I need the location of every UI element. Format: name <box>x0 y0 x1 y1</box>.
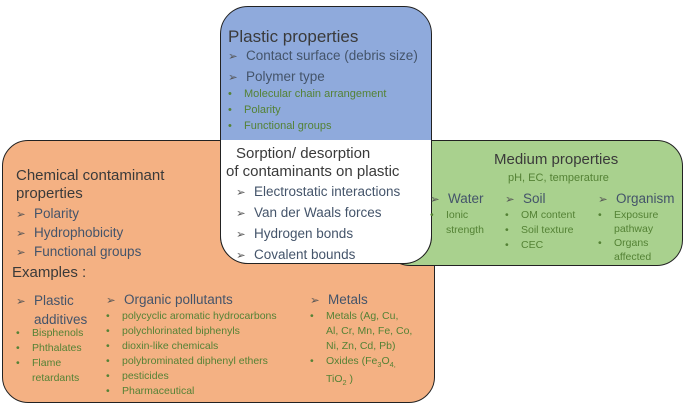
list-item: Ionic <box>430 208 484 223</box>
list-item: Oxides (Fe3O4, <box>310 354 412 372</box>
list-item: Molecular chain arrangement <box>228 86 386 102</box>
list-item: CEC <box>505 238 575 253</box>
soil-list: OM content Soil texture CEC <box>505 208 575 253</box>
list-item: Contact surface (debris size) <box>228 46 418 67</box>
list-item: polybrominated diphenyl ethers <box>106 354 277 369</box>
list-item-continuation: affected <box>614 251 652 263</box>
list-item: Polarity <box>16 205 141 224</box>
list-item: OM content <box>505 208 575 223</box>
list-item: Hydrophobicity <box>16 224 141 243</box>
list-item: Functional groups <box>16 243 141 262</box>
list-item: Exposure <box>598 208 658 222</box>
list-item: Soil texture <box>505 223 575 238</box>
organism-list: Exposure pathway Organs affected <box>598 208 658 264</box>
list-item: Functional groups <box>228 118 386 134</box>
list-item: polycyclic aromatic hydrocarbons <box>106 309 277 324</box>
list-item-continuation: Ni, Zn, Cd, Pb) <box>326 340 396 352</box>
list-item: Bisphenols <box>16 326 83 341</box>
medium-title: Medium properties <box>494 151 619 168</box>
list-item: polychlorinated biphenyls <box>106 324 277 339</box>
center-title-line1: Sorption/ desorption <box>236 145 371 162</box>
additives-list: Bisphenols Phthalates Flame retardants <box>16 326 83 386</box>
list-item: Flame <box>16 356 83 371</box>
metals-label: Metals <box>310 292 368 308</box>
chemical-title-line1: Chemical contaminant <box>16 167 165 184</box>
list-item: Covalent bounds <box>236 245 400 266</box>
center-list: Electrostatic interactions Van der Waals… <box>236 182 400 266</box>
list-item: Van der Waals forces <box>236 203 400 224</box>
list-item: dioxin-like chemicals <box>106 339 277 354</box>
soil-label: Soil <box>505 191 546 207</box>
organic-label: Organic pollutants <box>106 292 233 308</box>
list-item-continuation: TiO2 ) <box>326 373 354 388</box>
water-label: Water <box>430 191 484 207</box>
list-item-continuation: Al, Cr, Mn, Fe, Co, <box>326 325 413 337</box>
list-item: Organs <box>598 236 658 250</box>
list-item: pesticides <box>106 369 277 384</box>
medium-subtitle: pH, EC, temperature <box>508 172 609 184</box>
list-item: Pharmaceutical <box>106 384 277 399</box>
water-list: Ionic strength <box>430 208 484 238</box>
list-item: Polymer type <box>228 67 418 88</box>
list-item: Phthalates <box>16 341 83 356</box>
examples-label: Examples : <box>12 264 87 281</box>
center-title-line2: of contaminants on plastic <box>226 163 400 180</box>
list-item-continuation: retardants <box>32 372 80 384</box>
plastic-secondary-list: Molecular chain arrangement Polarity Fun… <box>228 86 386 134</box>
chemical-title-line2: properties <box>16 185 83 202</box>
chemical-list: Polarity Hydrophobicity Functional group… <box>16 205 141 262</box>
plastic-primary-list: Contact surface (debris size) Polymer ty… <box>228 46 418 88</box>
plastic-title: Plastic properties <box>228 27 359 46</box>
list-item: Electrostatic interactions <box>236 182 400 203</box>
list-item: Polarity <box>228 102 386 118</box>
list-item-continuation: pathway <box>614 223 654 235</box>
organic-list: polycyclic aromatic hydrocarbons polychl… <box>106 309 277 399</box>
list-item: Hydrogen bonds <box>236 224 400 245</box>
organism-label: Organism <box>598 191 675 207</box>
list-item: Metals (Ag, Cu, <box>310 309 412 324</box>
additives-label: Plastic additives <box>16 292 87 328</box>
list-item-continuation: strength <box>446 224 484 236</box>
metals-list: Metals (Ag, Cu, Al, Cr, Mn, Fe, Co, Ni, … <box>310 309 412 390</box>
